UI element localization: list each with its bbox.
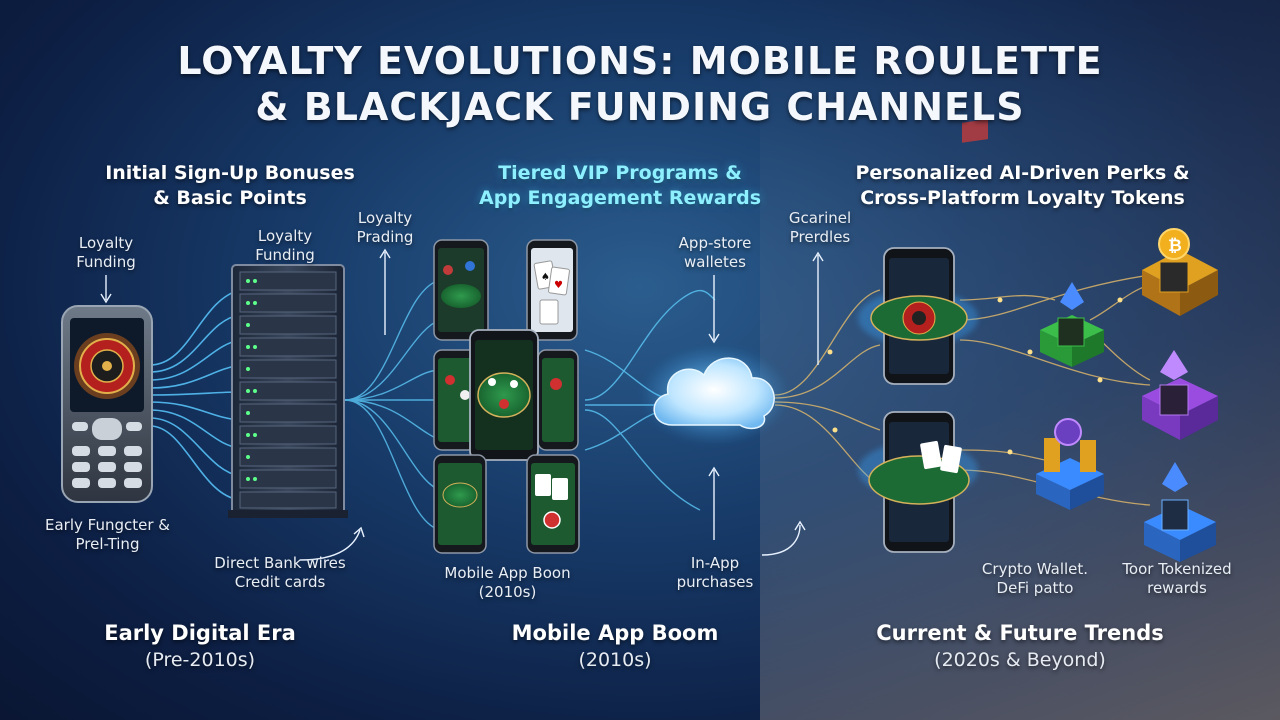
server-rack-icon	[228, 264, 348, 518]
title-line-1: LOYALTY EVOLUTIONS: MOBILE ROULETTE	[177, 39, 1103, 83]
smartphone-casino-icon: ♠ ♥	[433, 239, 580, 554]
svg-text:₿: ₿	[1168, 236, 1182, 256]
era-early-digital: Early Digital Era (Pre-2010s)	[104, 621, 296, 671]
section-title-future: Personalized AI-Driven Perks & Cross-Pla…	[855, 162, 1190, 209]
svg-text:♥: ♥	[554, 280, 563, 291]
svg-text:♠: ♠	[541, 272, 550, 283]
era-current-future: Current & Future Trends (2020s & Beyond)	[876, 621, 1164, 671]
arrows	[100, 248, 824, 561]
label-crypto-wallet: Crypto Wallet.DeFi patto	[981, 560, 1089, 597]
smartphone-blackjack-icon	[858, 411, 978, 553]
smartphone-roulette-icon	[858, 119, 988, 385]
cloud-icon	[640, 345, 790, 445]
section-title-mobile: Tiered VIP Programs & App Engagement Rew…	[478, 162, 761, 209]
title-line-2: & BLACKJACK FUNDING CHANNELS	[255, 85, 1025, 129]
label-mobile-app-boon: Mobile App Boon(2010s)	[444, 564, 571, 601]
label-early-fungcter: Early Fungcter &Prel-Ting	[45, 516, 170, 553]
crypto-token-block-icon: ₿	[1036, 228, 1218, 562]
page-title: LOYALTY EVOLUTIONS: MOBILE ROULETTE & BL…	[100, 38, 1180, 130]
flow-lines-phone-server	[149, 289, 241, 501]
era-mobile-app-boom: Mobile App Boom (2010s)	[511, 621, 719, 671]
feature-phone-roulette-icon	[61, 305, 153, 503]
flow-dots	[827, 297, 1123, 493]
section-title-early: Initial Sign-Up Bonuses & Basic Points	[105, 162, 355, 209]
